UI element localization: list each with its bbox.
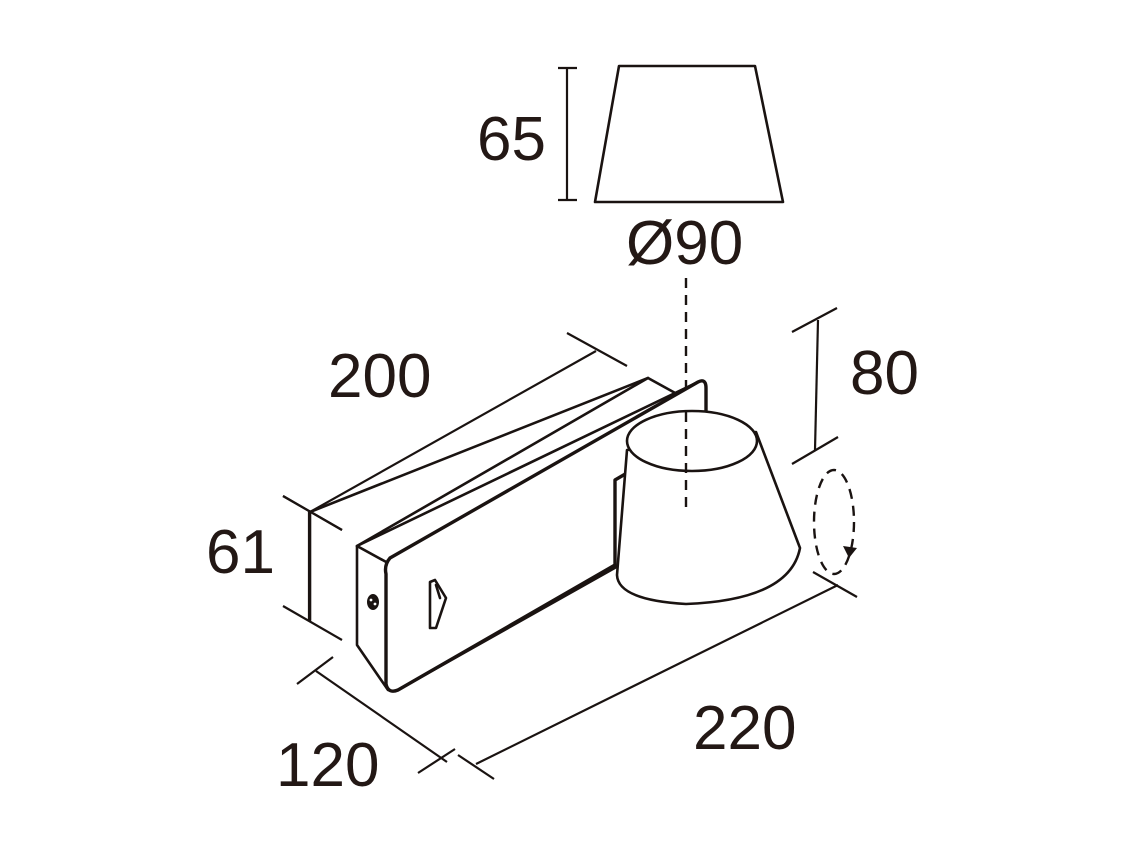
shade-drop-dimension [791,307,839,465]
switch-icon[interactable] [428,578,448,630]
shade-height-dimension [558,66,577,202]
base-length-label: 200 [328,342,431,411]
base-depth-dimension [296,656,456,774]
lamp-shade [615,409,802,606]
base-height-label: 61 [206,518,275,587]
base-depth-label: 120 [276,731,379,800]
base-height-dimension [282,495,343,641]
shade-detail: 65 Ø90 [477,64,785,278]
screw-icon [367,594,379,610]
shade-diameter-label: Ø90 [626,209,743,278]
rotation-arrow-icon [812,468,857,576]
total-length-label: 220 [693,694,796,763]
total-length-dimension [457,571,858,780]
shade-height-label: 65 [477,105,546,174]
shade-profile [593,64,785,204]
shade-drop-label: 80 [850,339,919,408]
